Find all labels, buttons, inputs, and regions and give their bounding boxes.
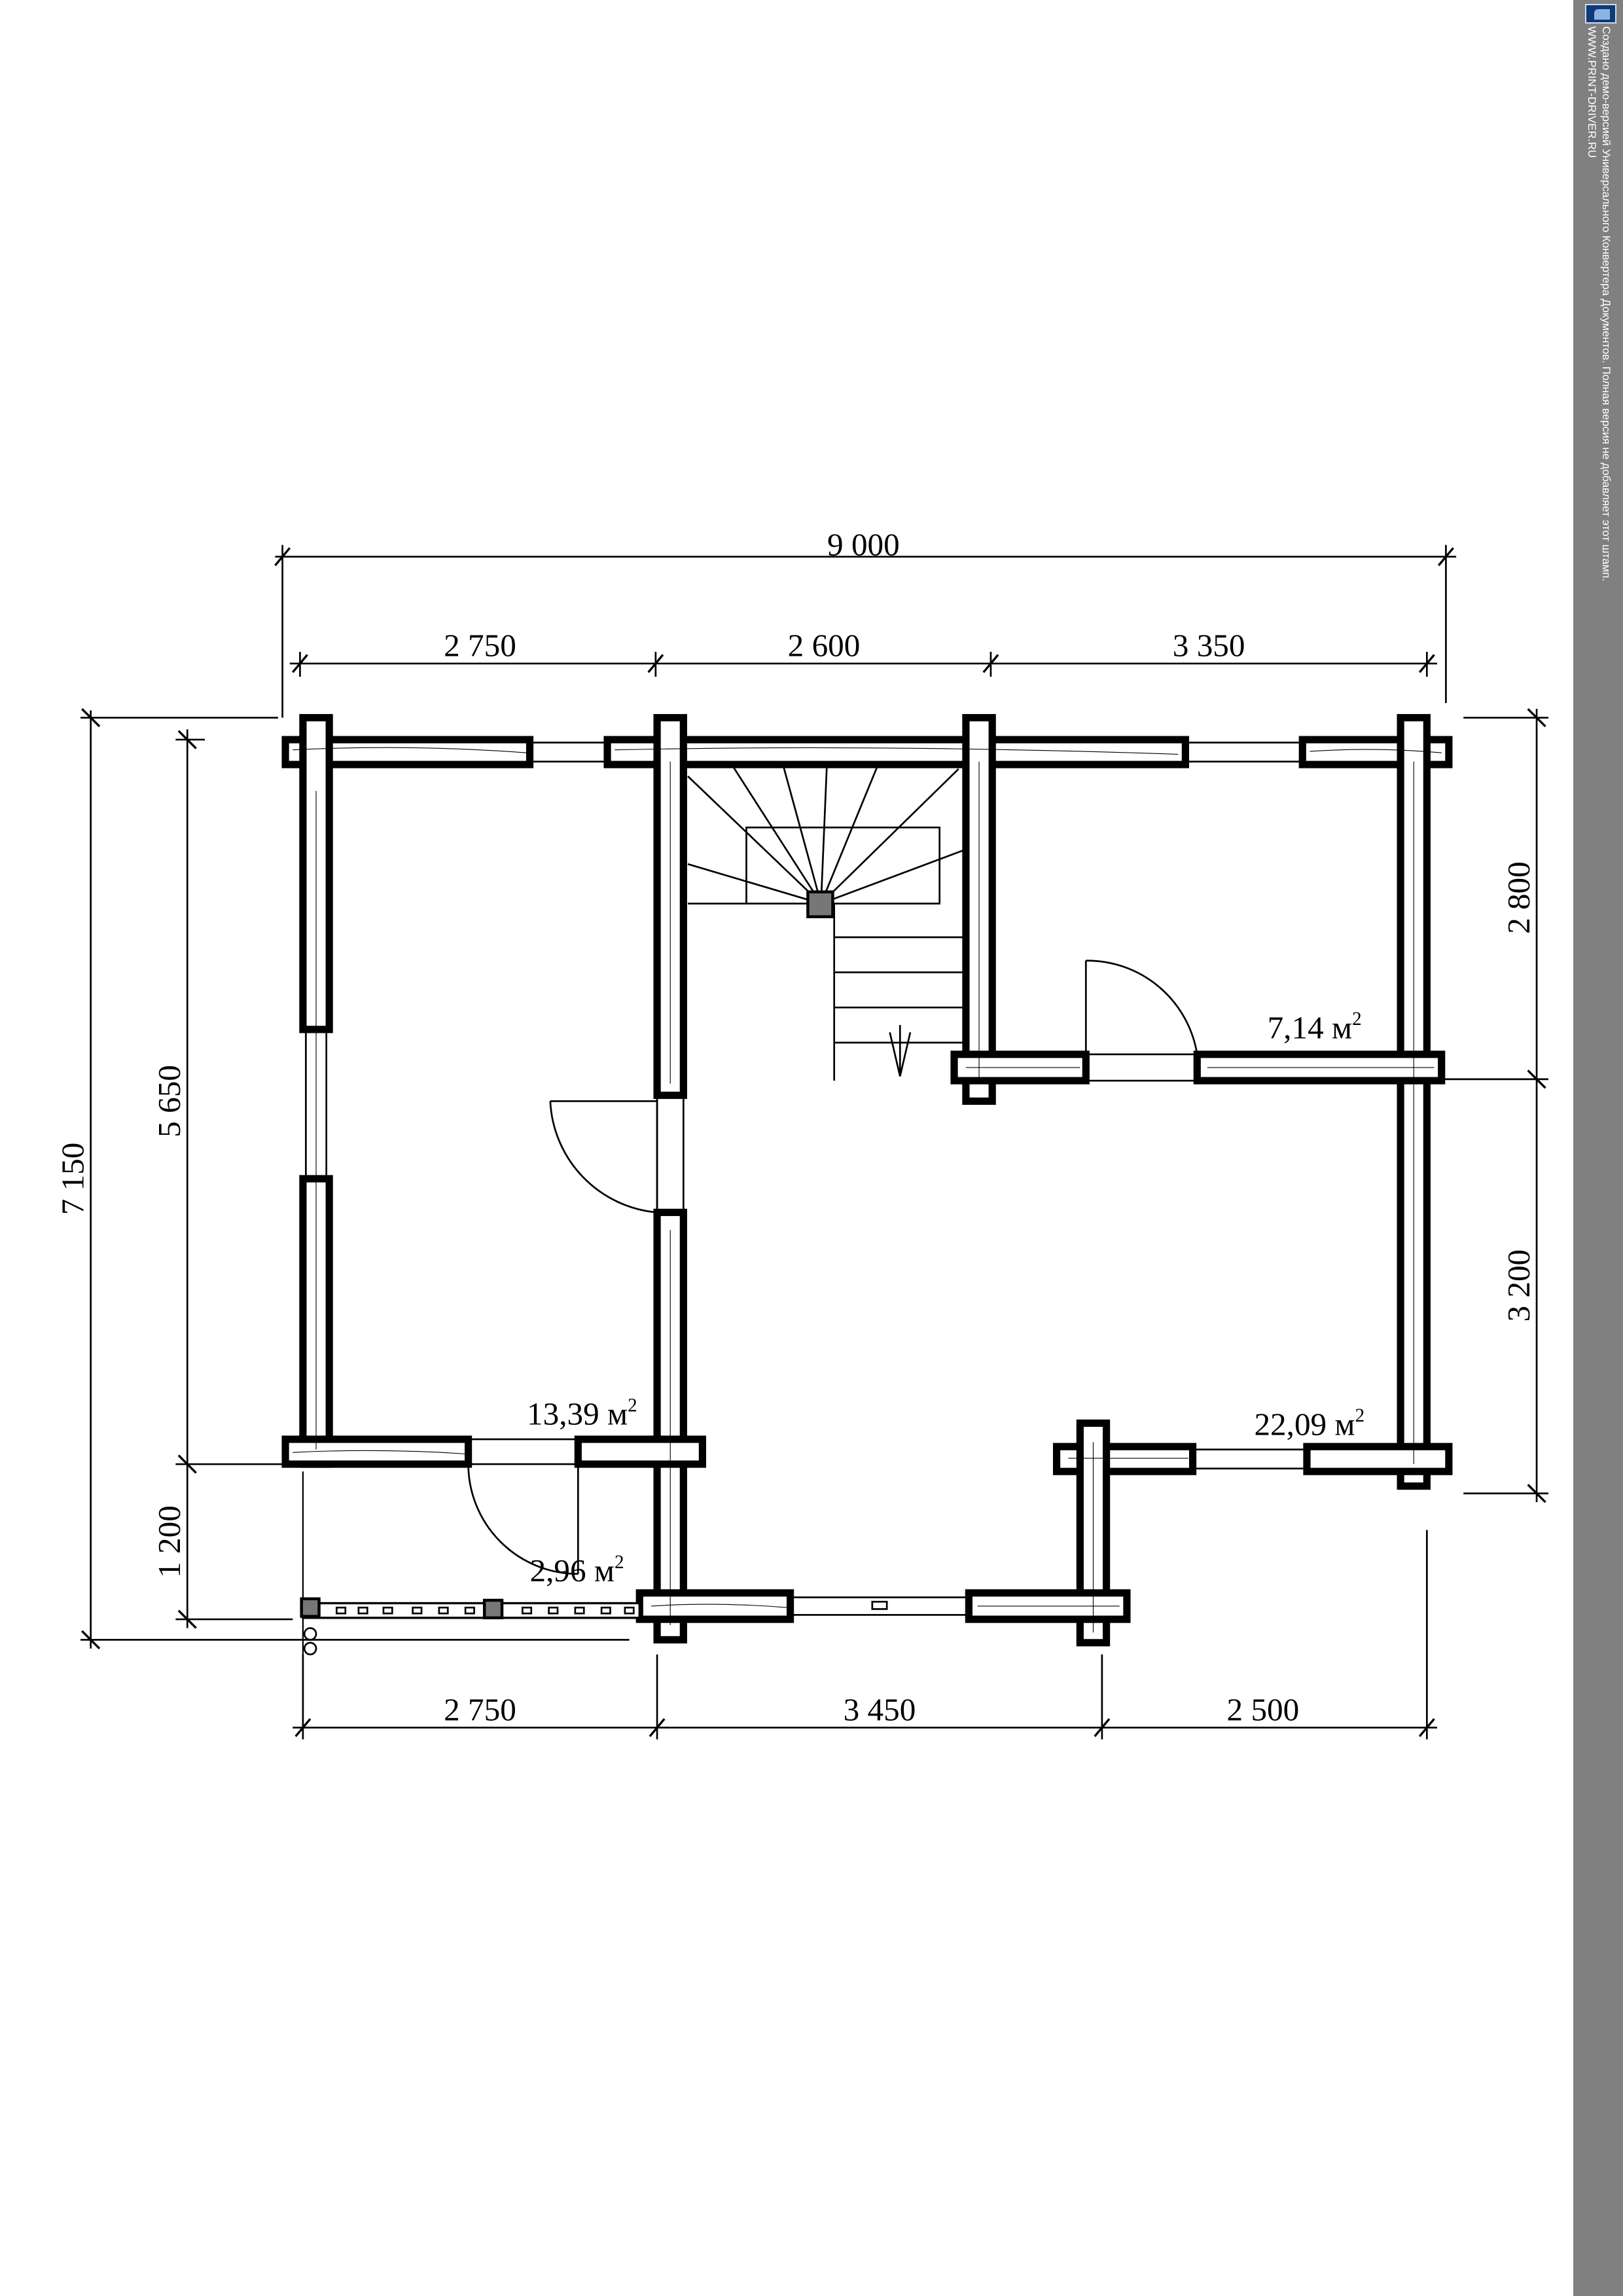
staircase — [687, 764, 967, 1081]
porch-post-icon — [300, 1597, 321, 1618]
dim-bottom-2: 3 450 — [844, 1691, 916, 1727]
room-area-1: 13,39 м2 — [527, 1395, 637, 1432]
stair-post-icon — [806, 890, 834, 918]
watermark-url: WWW.PRINT-DRIVER.RU — [1586, 26, 1598, 158]
watermark-text: Создано демо-версией Универсального Конв… — [1600, 26, 1613, 582]
watermark-strip: Создано демо-версией Универсального Конв… — [1573, 0, 1623, 2296]
room-area-2: 2,96 м2 — [530, 1552, 624, 1588]
dim-top-overall: 9 000 — [827, 526, 900, 562]
converter-logo-icon — [1585, 4, 1616, 24]
dim-bottom-3: 2 500 — [1227, 1691, 1300, 1727]
dim-right-2: 3 200 — [1501, 1249, 1537, 1322]
dimension-lines — [80, 545, 1548, 1740]
dim-top-2: 2 600 — [788, 628, 861, 664]
doors — [467, 960, 1198, 1575]
porch-post-icon — [482, 1598, 504, 1620]
room-area-3: 7,14 м2 — [1268, 1009, 1362, 1045]
walls — [281, 713, 1453, 1647]
dimension-ticks — [81, 547, 1546, 1738]
dim-left-1: 5 650 — [151, 1065, 187, 1138]
room-area-4: 22,09 м2 — [1254, 1405, 1364, 1442]
windows — [305, 742, 1308, 1616]
porch-railing — [300, 1471, 641, 1662]
dim-right-1: 2 800 — [1501, 861, 1537, 934]
dim-left-overall: 7 150 — [54, 1143, 90, 1215]
wood-grain — [293, 747, 1442, 1633]
dim-bottom-1: 2 750 — [444, 1691, 516, 1727]
dim-top-3: 3 350 — [1173, 628, 1245, 664]
dim-top-1: 2 750 — [444, 628, 516, 664]
dim-left-2: 1 200 — [151, 1505, 187, 1578]
